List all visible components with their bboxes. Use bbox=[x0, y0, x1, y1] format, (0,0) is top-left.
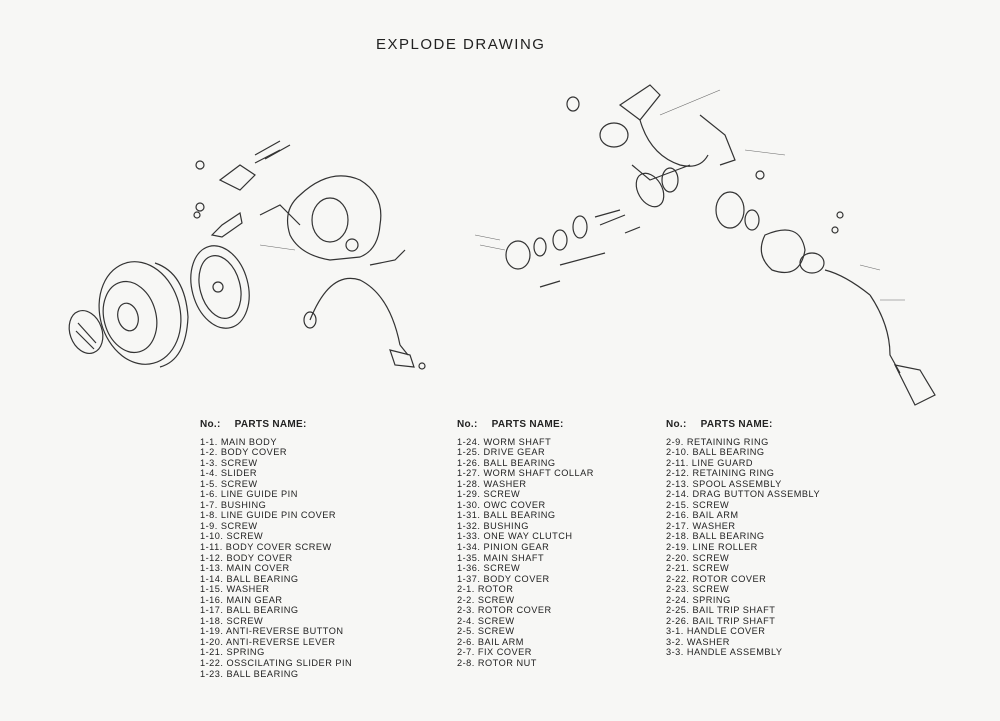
list-item: 2-16. BAIL ARM bbox=[666, 510, 739, 521]
table-header: No.: PARTS NAME: bbox=[457, 419, 594, 431]
list-item: 2-7. FIX COVER bbox=[457, 647, 532, 658]
list-item: 1-24. WORM SHAFT bbox=[457, 436, 552, 447]
bail-wire-drawing bbox=[303, 277, 426, 370]
list-item: 2-2. SCREW bbox=[457, 594, 515, 605]
list-item: 2-17. WASHER bbox=[666, 520, 736, 531]
list-item: 2-11. LINE GUARD bbox=[666, 457, 753, 468]
list-item: 1-34. PINION GEAR bbox=[457, 542, 550, 553]
list-item: 1-27. WORM SHAFT COLLAR bbox=[457, 468, 594, 479]
list-item: 1-9. SCREW bbox=[200, 520, 258, 531]
list-item: 2-22. ROTOR COVER bbox=[666, 573, 767, 584]
list-item: 1-19. ANTI-REVERSE BUTTON bbox=[200, 626, 344, 637]
list-item: 1-4. SLIDER bbox=[200, 468, 258, 479]
list-item: 1-18. SCREW bbox=[200, 615, 264, 626]
list-item: 1-7. BUSHING bbox=[200, 499, 267, 510]
list-item: 1-26. BALL BEARING bbox=[457, 457, 556, 468]
header-parts-name: PARTS NAME: bbox=[491, 419, 564, 430]
list-item: 2-6. BAIL ARM bbox=[457, 636, 524, 647]
list-item: 2-15. SCREW bbox=[666, 499, 730, 510]
list-item: 1-35. MAIN SHAFT bbox=[457, 552, 545, 563]
list-item: 1-15. WASHER bbox=[200, 584, 270, 595]
parts-column-3: No.: PARTS NAME: 2-9. RETAINING RING 2-10… bbox=[666, 419, 821, 658]
list-item: 1-6. LINE GUIDE PIN bbox=[200, 489, 298, 500]
main-body-drawing bbox=[287, 175, 406, 266]
list-item: 2-20. SCREW bbox=[666, 552, 730, 563]
list-item: 3-1. HANDLE COVER bbox=[666, 626, 766, 637]
list-item: 2-8. ROTOR NUT bbox=[457, 658, 537, 669]
handle-side-drawing bbox=[715, 170, 936, 406]
list-item: 2-21. SCREW bbox=[666, 563, 730, 574]
leader-lines bbox=[259, 89, 905, 301]
list-item: 1-17. BALL BEARING bbox=[200, 605, 299, 616]
list-item: 1-23. BALL BEARING bbox=[200, 668, 299, 679]
list-item: 2-5. SCREW bbox=[457, 626, 515, 637]
list-item: 1-21. SPRING bbox=[200, 647, 265, 658]
header-parts-name: PARTS NAME: bbox=[700, 419, 773, 430]
list-item: 2-1. ROTOR bbox=[457, 584, 514, 595]
list-item: 2-18. BALL BEARING bbox=[666, 531, 765, 542]
spool-assembly-drawing bbox=[68, 261, 189, 368]
slider-parts-drawing bbox=[193, 140, 301, 238]
list-item: 1-16. MAIN GEAR bbox=[200, 594, 283, 605]
list-item: 1-8. LINE GUIDE PIN COVER bbox=[200, 510, 337, 521]
list-item: 2-23. SCREW bbox=[666, 584, 730, 595]
list-item: 1-10. SCREW bbox=[200, 531, 264, 542]
list-item: 2-24. SPRING bbox=[666, 594, 731, 605]
list-item: 1-30. OWC COVER bbox=[457, 499, 546, 510]
list-item: 2-25. BAIL TRIP SHAFT bbox=[666, 605, 776, 616]
list-item: 1-32. BUSHING bbox=[457, 520, 529, 531]
list-item: 2-10. BALL BEARING bbox=[666, 447, 765, 458]
main-gear-drawing bbox=[190, 245, 250, 329]
list-item: 1-33. ONE WAY CLUTCH bbox=[457, 531, 573, 542]
header-no: No.: bbox=[200, 419, 221, 430]
rotor-drawing bbox=[566, 84, 736, 181]
list-item: 2-3. ROTOR COVER bbox=[457, 605, 552, 616]
list-item: 1-1. MAIN BODY bbox=[200, 436, 277, 447]
list-item: 1-31. BALL BEARING bbox=[457, 510, 556, 521]
table-header: No.: PARTS NAME: bbox=[666, 419, 820, 431]
list-item: 1-36. SCREW bbox=[457, 563, 521, 574]
header-parts-name: PARTS NAME: bbox=[234, 419, 307, 430]
parts-column-1: No.: PARTS NAME: 1-1. MAIN BODY 1-2. BODY… bbox=[200, 419, 353, 679]
list-item: 2-4. SCREW bbox=[457, 615, 515, 626]
list-item: 1-11. BODY COVER SCREW bbox=[200, 542, 332, 553]
list-item: 1-25. DRIVE GEAR bbox=[457, 447, 546, 458]
list-item: 1-5. SCREW bbox=[200, 478, 258, 489]
list-item: 1-3. SCREW bbox=[200, 457, 258, 468]
header-no: No.: bbox=[666, 419, 687, 430]
header-no: No.: bbox=[457, 419, 478, 430]
parts-column-2: No.: PARTS NAME: 1-24. WORM SHAFT 1-25. D… bbox=[457, 419, 594, 669]
list-item: 1-13. MAIN COVER bbox=[200, 563, 290, 574]
table-header: No.: PARTS NAME: bbox=[200, 419, 352, 431]
list-item: 2-13. SPOOL ASSEMBLY bbox=[666, 478, 782, 489]
list-item: 2-14. DRAG BUTTON ASSEMBLY bbox=[666, 489, 821, 500]
list-item: 1-29. SCREW bbox=[457, 489, 521, 500]
list-item: 1-12. BODY COVER bbox=[200, 552, 293, 563]
list-item: 2-26. BAIL TRIP SHAFT bbox=[666, 615, 776, 626]
list-item: 3-2. WASHER bbox=[666, 636, 730, 647]
list-item: 1-22. OSSCILATING SLIDER PIN bbox=[200, 658, 353, 669]
list-item: 2-9. RETAINING RING bbox=[666, 436, 769, 447]
list-item: 3-3. HANDLE ASSEMBLY bbox=[666, 647, 783, 658]
list-item: 1-28. WASHER bbox=[457, 478, 527, 489]
list-item: 1-37. BODY COVER bbox=[457, 573, 550, 584]
list-item: 1-14. BALL BEARING bbox=[200, 573, 299, 584]
page-title: EXPLODE DRAWING bbox=[376, 36, 546, 53]
list-item: 1-2. BODY COVER bbox=[200, 447, 287, 458]
list-item: 2-12. RETAINING RING bbox=[666, 468, 775, 479]
shaft-parts-drawing bbox=[505, 167, 679, 288]
exploded-reel-drawing bbox=[68, 84, 936, 406]
list-item: 1-20. ANTI-REVERSE LEVER bbox=[200, 636, 336, 647]
list-item: 2-19. LINE ROLLER bbox=[666, 542, 758, 553]
